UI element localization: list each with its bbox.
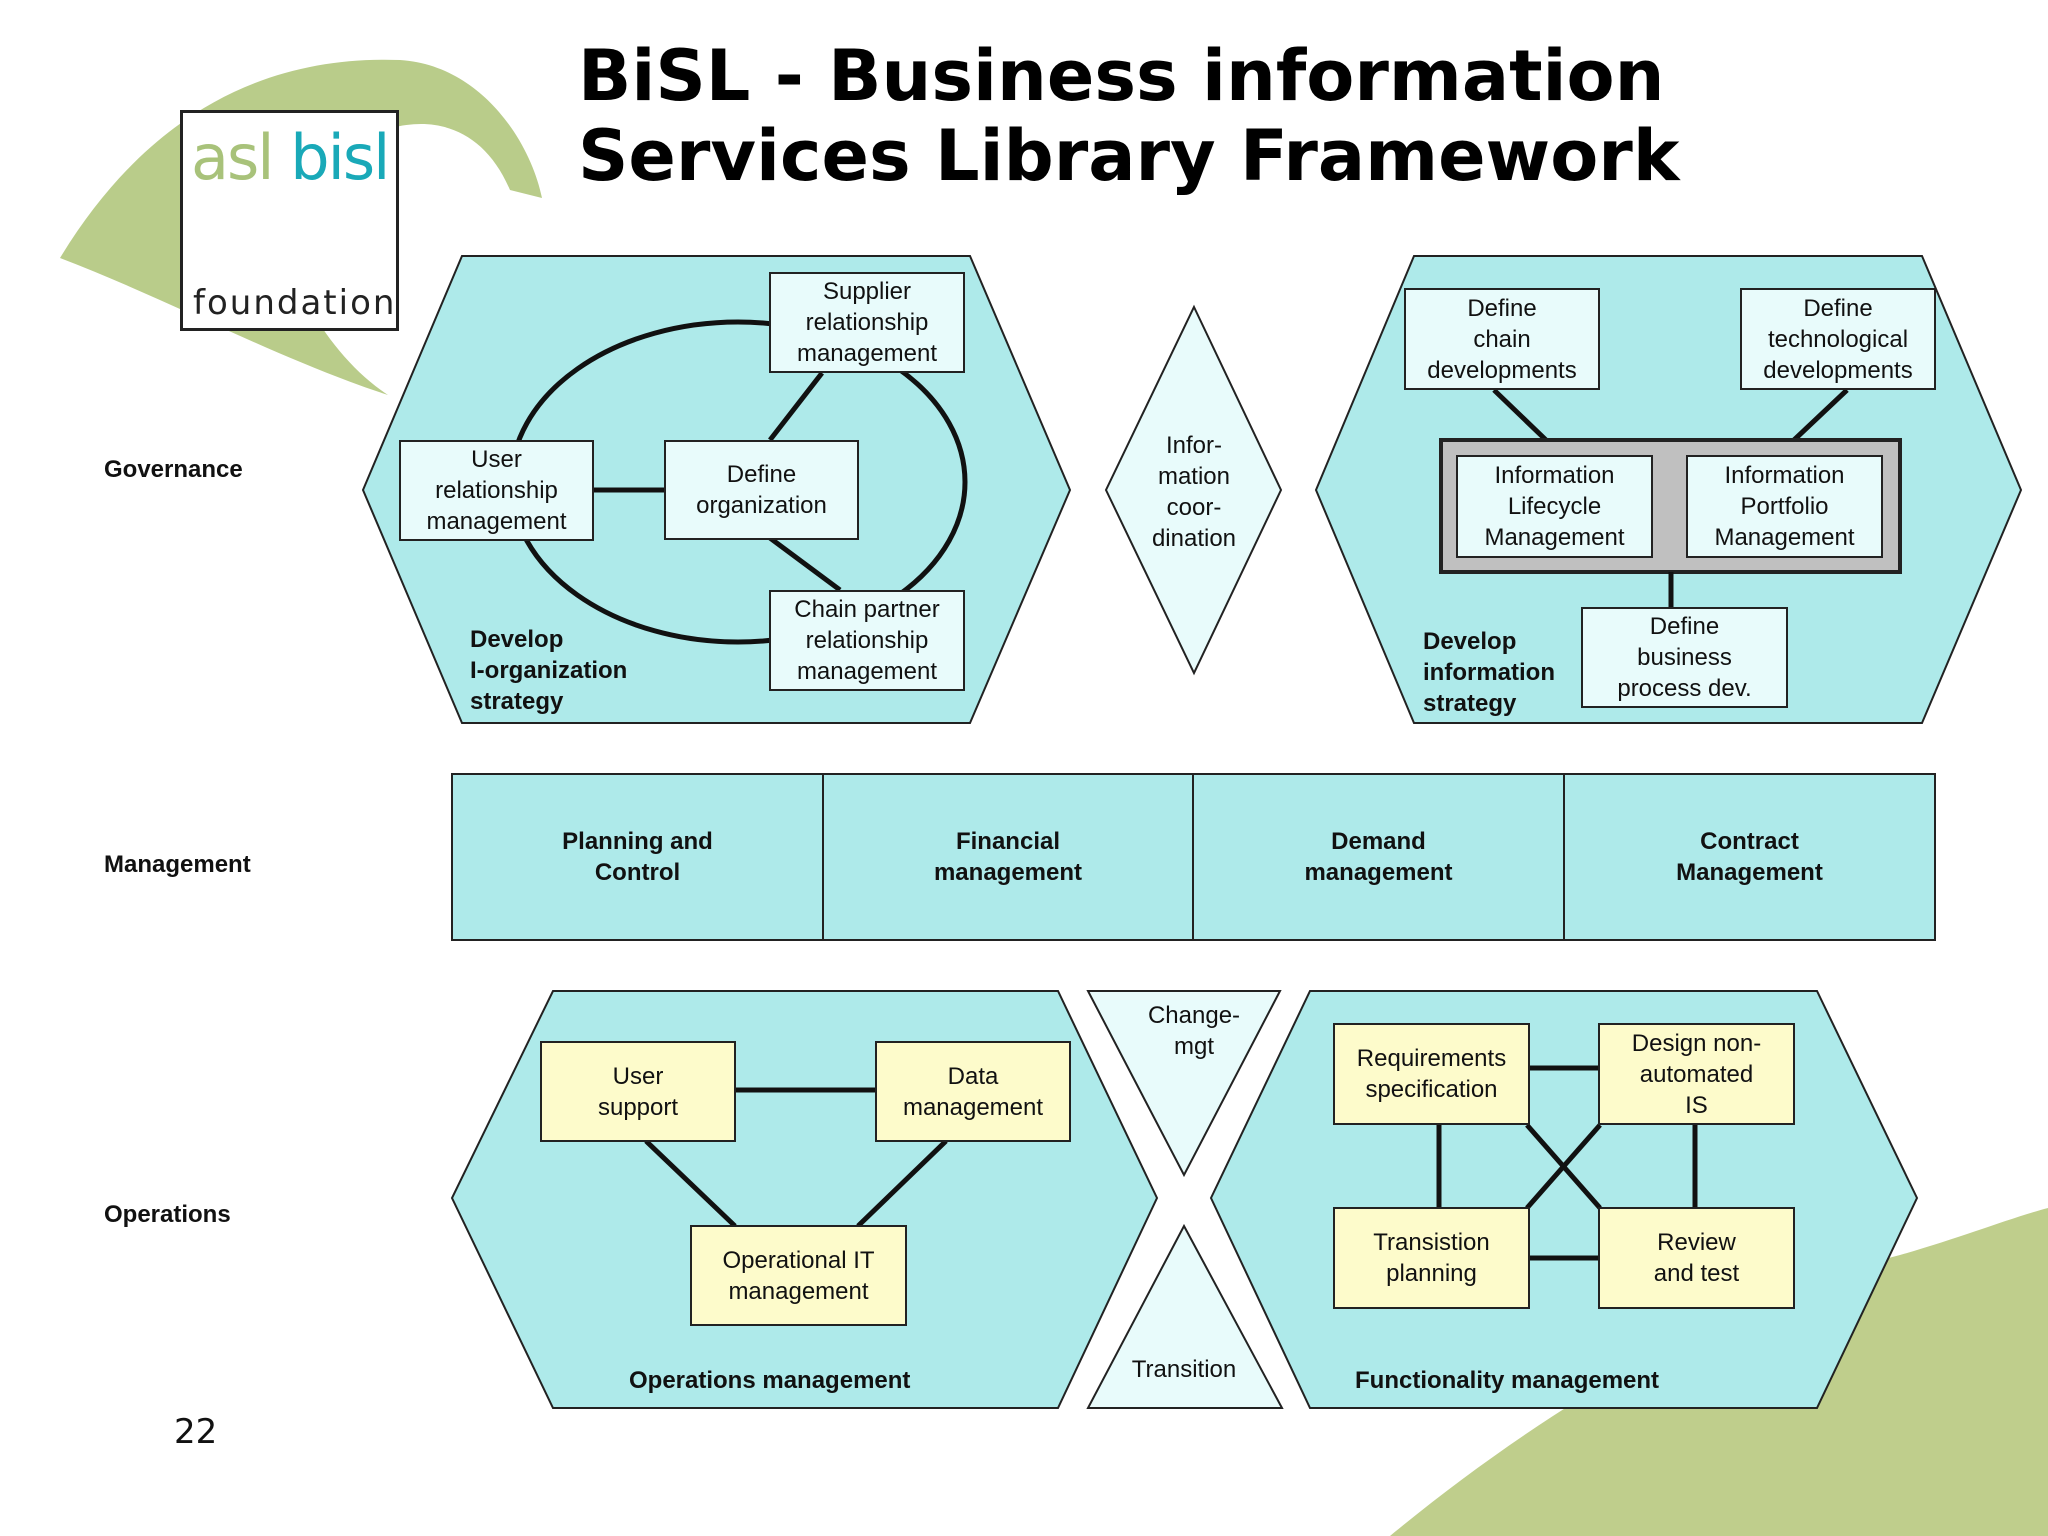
information-portfolio-management-box: Information Portfolio Management (1686, 455, 1883, 558)
logo-bisl-text: bisl (290, 121, 390, 194)
row-label-management: Management (104, 851, 251, 878)
user-support-box: User support (540, 1041, 736, 1142)
demand-management-cell: Demand management (1304, 828, 1453, 886)
transition-planning-box: Transistion planning (1333, 1207, 1530, 1309)
row-label-operations: Operations (104, 1201, 231, 1228)
asl-bisl-foundation-logo: asl bisl foundation (180, 110, 399, 331)
connector-chain-ilm (1492, 388, 1548, 442)
user-relationship-management-box: User relationship management (399, 440, 594, 541)
page-title: BiSL - Business information Services Lib… (578, 36, 1679, 196)
define-business-process-dev-box: Define business process dev. (1581, 607, 1788, 708)
define-chain-developments-box: Define chain developments (1404, 288, 1600, 390)
connector-tech-ipm (1792, 388, 1849, 442)
supplier-relationship-management-box: Supplier relationship management (769, 272, 965, 373)
data-management-box: Data management (875, 1041, 1071, 1142)
page-number: 22 (174, 1412, 218, 1452)
connector-supplier-define (768, 371, 824, 442)
financial-management-cell: Financial management (933, 828, 1083, 886)
change-mgt-label: Change- mgt (1147, 1002, 1241, 1060)
row-label-governance: Governance (104, 456, 243, 483)
title-line-1: BiSL - Business information (578, 35, 1665, 117)
hexagon-functionality-management (1209, 990, 1919, 1409)
connector-data-opit (856, 1139, 948, 1228)
transition-label: Transition (1131, 1356, 1237, 1383)
triangle-transition (1086, 1223, 1284, 1409)
review-and-test-box: Review and test (1598, 1207, 1795, 1309)
define-organization-box: Define organization (664, 440, 859, 540)
connector-design-trans (1525, 1123, 1602, 1210)
triangle-change-mgt (1086, 990, 1282, 1178)
logo-wordmark: asl bisl (191, 121, 390, 194)
caption-functionality-management: Functionality management (1355, 1367, 1660, 1394)
design-non-automated-is-box: Design non- automated IS (1598, 1023, 1795, 1125)
define-technological-developments-box: Define technological developments (1740, 288, 1936, 390)
chain-partner-relationship-management-box: Chain partner relationship management (769, 590, 965, 691)
connector-user-support-opit (644, 1139, 737, 1228)
operational-it-management-box: Operational IT management (690, 1225, 907, 1326)
requirements-specification-box: Requirements specification (1333, 1023, 1530, 1125)
contract-management-cell: Contract Management (1676, 828, 1823, 886)
planning-and-control-cell: Planning and Control (562, 828, 713, 886)
caption-develop-information-strategy: Develop information strategy (1423, 628, 1555, 717)
diamond-information-coordination (1104, 304, 1283, 676)
caption-operations-management: Operations management (629, 1367, 911, 1394)
information-lifecycle-management-box: Information Lifecycle Management (1456, 455, 1653, 558)
connector-define-chain (768, 535, 842, 593)
information-coordination-label: Infor- mation coor- dination (1151, 432, 1237, 552)
logo-asl-text: asl (191, 121, 275, 194)
title-line-2: Services Library Framework (578, 115, 1680, 197)
caption-develop-i-organization-strategy: Develop I-organization strategy (470, 626, 628, 715)
logo-foundation-text: foundation (193, 283, 397, 323)
